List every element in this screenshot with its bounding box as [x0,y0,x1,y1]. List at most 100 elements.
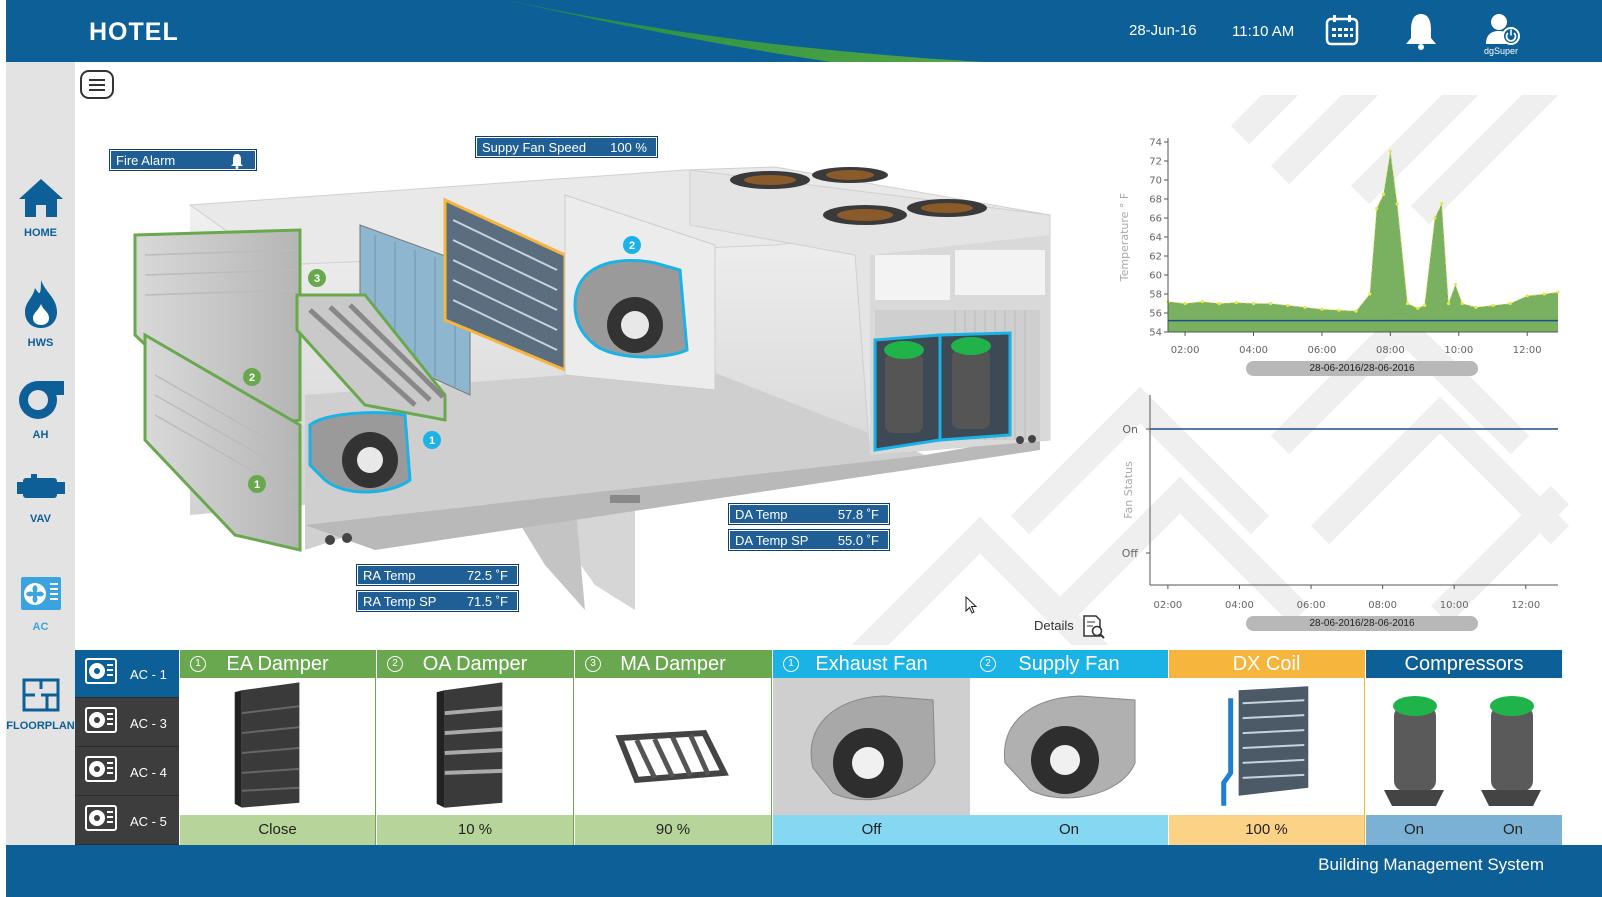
user-power-icon[interactable] [1484,12,1520,46]
x-tick-label: 02:00 [1153,600,1182,611]
ra-temp-sp-tag: RA Temp SP 71.5 ˚F [356,590,519,612]
footer-text: Building Management System [1318,855,1544,874]
sidebar-item-home[interactable]: HOME [6,176,75,239]
ra-temp-tag: RA Temp 72.5 ˚F [356,564,519,586]
bell-icon[interactable] [1404,12,1438,50]
header-date: 28-Jun-16 [1129,22,1197,39]
x-tick-label: 08:00 [1376,345,1405,356]
sidebar-item-label: FLOORPLAN [6,720,75,732]
y-axis-label: Fan Status [1122,461,1135,519]
damper-open-icon [615,729,729,783]
sidebar-item-ac[interactable]: AC [6,574,75,633]
supply-fan-speed-tag: Suppy Fan Speed 100 % [475,136,658,158]
sidebar-item-vav[interactable]: VAV [6,470,75,525]
sidebar-nav: HOME HWS AH VAV [6,62,75,845]
component-header: 1 EA Damper [180,650,375,678]
temperature-point [1381,192,1386,196]
fan-icon [810,695,936,801]
sidebar-item-floorplan[interactable]: FLOORPLAN [6,677,75,732]
temperature-chart-range[interactable]: 28-06-2016/28-06-2016 [1246,361,1478,376]
temperature-point [1217,301,1221,306]
sidebar-item-label: AH [32,429,49,441]
da-temp-label: DA Temp [735,507,788,522]
component-title: Supply Fan [1018,653,1120,675]
marker-oa-damper: 2 [249,372,255,384]
component-card-dx-coil[interactable]: DX Coil 100 % [1169,650,1365,845]
x-tick-label: 02:00 [1171,345,1200,356]
temperature-point [1269,301,1273,306]
ac-unit-icon [85,658,117,684]
damper-icon [436,682,503,808]
x-tick-label: 10:00 [1444,345,1473,356]
y-tick-label: 72 [1149,157,1162,168]
damper-icon [234,682,300,808]
component-title: EA Damper [226,653,329,675]
component-status: Off [773,815,970,845]
y-tick-label: 56 [1149,309,1162,320]
temperature-point [1200,300,1204,304]
header-time: 11:10 AM [1232,23,1295,40]
fire-alarm-tag[interactable]: Fire Alarm [109,149,257,171]
y-tick-label: 70 [1149,176,1162,187]
y-tick-label: 62 [1149,252,1162,263]
unit-label: AC - 1 [130,667,167,682]
supply-fan-speed-value: 100 % [610,140,647,155]
ac-unit-cutaway-illustration: 2 1 3 1 2 [133,166,1051,610]
unit-item-ac-1[interactable]: AC - 1 [75,650,179,698]
y-tick-label: 60 [1149,271,1162,282]
alarm-bell-icon [231,154,243,169]
unit-item-ac-4[interactable]: AC - 4 [75,748,179,796]
x-tick-label: 06:00 [1297,600,1326,611]
component-title: DX Coil [1232,653,1301,675]
unit-item-ac-5[interactable]: AC - 5 [75,797,179,845]
calendar-icon[interactable] [1325,14,1359,46]
fan-blower-icon [18,381,64,419]
unit-item-ac-3[interactable]: AC - 3 [75,699,179,747]
unit-label: AC - 4 [130,765,167,780]
y-tick-label: On [1122,423,1138,436]
sidebar-item-hws[interactable]: HWS [6,278,75,349]
y-tick-label: 68 [1149,195,1162,206]
fire-alarm-label: Fire Alarm [116,153,176,168]
fan-icon [1003,695,1136,799]
ra-temp-sp-label: RA Temp SP [363,594,437,609]
temperature-point [1251,301,1256,306]
fan-status-chart-range[interactable]: 28-06-2016/28-06-2016 [1246,616,1478,631]
component-number: 3 [585,656,601,672]
x-tick-label: 12:00 [1511,600,1540,611]
y-tick-label: 58 [1149,290,1162,301]
vav-box-icon [16,474,65,498]
compressor-2-status: On [1503,821,1524,838]
ac-unit-icon [85,756,117,782]
flame-icon [24,280,57,328]
temperature-point [1416,306,1420,310]
supply-fan-speed-label: Suppy Fan Speed [482,140,587,155]
home-icon [18,179,63,217]
component-number: 1 [190,656,206,672]
mouse-cursor-icon [965,596,978,614]
temperature-point [1320,307,1324,311]
component-card-compressors[interactable]: Compressors On On [1366,650,1562,845]
temperature-point [1234,300,1239,305]
y-tick-label: 66 [1149,214,1162,225]
ac-unit-icon [20,577,61,610]
component-status: 10 % [377,815,573,845]
component-header: DX Coil [1169,650,1364,678]
details-link[interactable]: Details [1034,615,1105,639]
component-title: MA Damper [620,653,726,675]
marker-supply-fan: 2 [629,240,635,252]
temperature-point [1337,308,1341,312]
sidebar-item-ah[interactable]: AH [6,376,75,441]
menu-button[interactable] [80,70,114,99]
component-number: 2 [387,656,403,672]
component-status: On [970,815,1168,845]
